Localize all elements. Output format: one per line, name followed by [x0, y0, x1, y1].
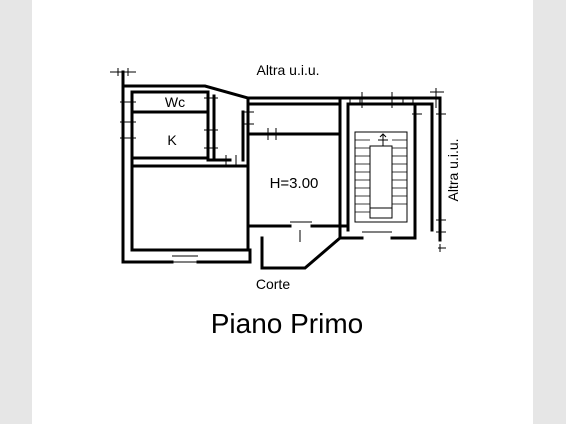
outer-walls: [121, 70, 442, 270]
wall-pieces: [349, 98, 414, 106]
label-wc: Wc: [165, 94, 185, 110]
label-room-height: H=3.00: [270, 175, 319, 192]
opening-marks: [110, 68, 446, 263]
drawing-sheet: [32, 0, 533, 424]
label-courtyard: Corte: [256, 276, 290, 292]
label-top-neighbor: Altra u.i.u.: [256, 62, 319, 78]
staircase: [354, 131, 408, 223]
plan-title: Piano Primo: [211, 308, 364, 339]
label-right-neighbor: Altra u.i.u.: [445, 138, 461, 201]
label-kitchen: K: [167, 132, 177, 148]
